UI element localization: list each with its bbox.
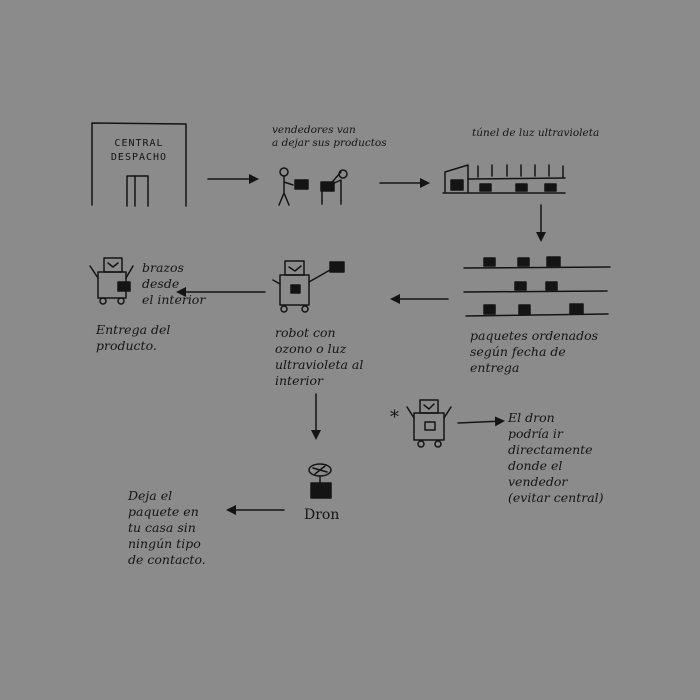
- deja-label: Deja el paquete en tu casa sin ningún ti…: [128, 488, 206, 567]
- vendedores-icon: [278, 167, 348, 206]
- arrow-alt-robot-to-dron-note: [457, 416, 505, 427]
- central-label-line1: CENTRAL: [114, 138, 164, 149]
- tunel-label: túnel de luz ultravioleta: [472, 127, 600, 139]
- asterisk-mark: *: [390, 407, 399, 428]
- shelves-icon: [463, 256, 611, 317]
- alt-robot-icon: [406, 399, 452, 448]
- brazos-label: brazos desde el interior: [142, 260, 206, 307]
- ozone-robot-icon: [272, 260, 345, 313]
- paquetes-label: paquetes ordenados según fecha de entreg…: [470, 328, 599, 375]
- dron-directo-label: El dron podría ir directamente donde el …: [508, 410, 604, 505]
- central-label-line2: DESPACHO: [110, 152, 168, 163]
- central-building-icon: [91, 122, 187, 207]
- entrega-label: Entrega del producto.: [96, 322, 171, 353]
- vendedores-label: vendedores van a dejar sus productos: [272, 124, 387, 149]
- arms-robot-icon: [89, 257, 134, 305]
- robot-label: robot con ozono o luz ultravioleta al in…: [275, 325, 364, 388]
- drone-icon: [308, 463, 332, 499]
- uv-tunnel-icon: [442, 164, 566, 194]
- dron-label: Dron: [304, 507, 340, 523]
